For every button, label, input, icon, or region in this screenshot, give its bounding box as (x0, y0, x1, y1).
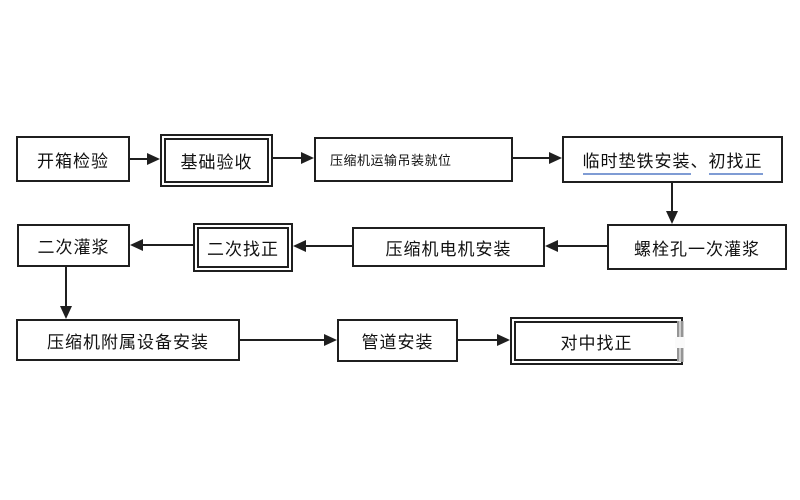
arrow-motor-to-secondary-alignment (293, 240, 352, 252)
underlined-text: 临时垫铁安装 (582, 152, 691, 175)
arrow-transport-to-shim (513, 152, 562, 164)
node-inner-frame: 对中找正 (514, 321, 679, 361)
node-foundation-acceptance: 基础验收 (160, 134, 273, 187)
node-compressor-transport-hoisting: 压缩机运输吊装就位 (314, 137, 513, 182)
node-inner-frame: 二次找正 (197, 227, 289, 268)
node-label: 管道安装 (361, 333, 434, 353)
arrow-bolt-grouting-to-motor (545, 240, 607, 252)
node-label: 二次灌浆 (37, 238, 110, 258)
node-unpacking-inspection: 开箱检验 (16, 136, 130, 182)
node-centering-alignment: 对中找正 (510, 317, 683, 365)
node-temporary-shim-initial-alignment: 临时垫铁安装、初找正 (562, 136, 783, 183)
node-label: 二次找正 (207, 240, 279, 260)
watermark-smudge-notch (675, 337, 685, 348)
underlined-text: 初找正 (708, 152, 763, 175)
arrow-grouting-to-auxiliary (60, 267, 72, 319)
node-label: 压缩机运输吊装就位 (330, 154, 452, 169)
node-label: 开箱检验 (37, 151, 109, 172)
node-secondary-grouting: 二次灌浆 (17, 224, 130, 267)
arrow-secondary-alignment-to-grouting (130, 239, 193, 251)
arrow-unpacking-to-foundation (130, 153, 160, 165)
node-inner-frame: 基础验收 (164, 138, 269, 183)
arrow-auxiliary-to-pipeline (240, 334, 337, 346)
arrow-foundation-to-transport (273, 152, 314, 164)
node-label: 螺栓孔一次灌浆 (634, 239, 760, 260)
node-label: 临时垫铁安装、初找正 (582, 147, 763, 175)
node-label: 压缩机附属设备安装 (47, 332, 209, 353)
node-auxiliary-equipment-installation: 压缩机附属设备安装 (16, 319, 240, 361)
node-bolt-hole-first-grouting: 螺栓孔一次灌浆 (607, 224, 787, 270)
arrow-pipeline-to-centering (458, 334, 510, 346)
node-label: 压缩机电机安装 (385, 239, 512, 260)
node-compressor-motor-installation: 压缩机电机安装 (352, 227, 545, 267)
node-label: 对中找正 (560, 333, 633, 354)
node-secondary-alignment: 二次找正 (193, 223, 293, 272)
arrow-shim-to-bolt-grouting (666, 183, 678, 224)
node-label: 基础验收 (180, 153, 253, 173)
node-pipeline-installation: 管道安装 (337, 319, 458, 362)
separator-text: 、 (690, 152, 709, 172)
